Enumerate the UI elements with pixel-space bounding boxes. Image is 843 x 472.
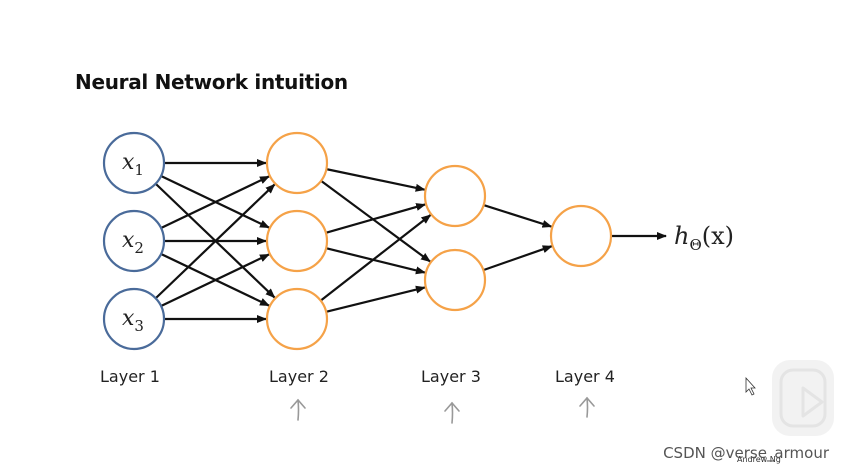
node-labels: x1 x2 x3 hΘ(x) [122,150,734,335]
layer2-node-2 [265,209,329,273]
layer-label-4: Layer 4 [555,367,615,386]
input-node-2 [102,209,166,273]
input-node-1 [102,131,166,195]
input-label-3: x3 [122,306,144,335]
handwritten-annotations [290,396,595,424]
layer3-node-2 [423,248,487,312]
edge-l3-1-to-l4-1 [483,204,553,228]
play-button-icon[interactable] [772,360,834,436]
layer3-node-1 [423,164,487,228]
watermark: CSDN @verse_armour [663,444,829,462]
input-node-3 [102,287,166,351]
input-label-2: x2 [122,228,144,257]
nodes [102,131,613,351]
layer-label-2: Layer 2 [269,367,329,386]
input-label-1: x1 [122,150,144,179]
layer-label-3: Layer 3 [421,367,481,386]
layer2-node-3 [265,287,329,351]
annotation-arrow-2 [290,398,306,421]
layer-label-1: Layer 1 [100,367,160,386]
edge-l2-3-to-l3-2 [325,285,426,313]
layer2-node-1 [265,131,329,195]
slide-title: Neural Network intuition [75,70,348,94]
edges [154,159,667,323]
author-credit: Andrew Ng [737,455,781,464]
edge-l2-1-to-l3-1 [326,168,426,192]
layer4-node-1 [549,204,613,268]
edge-l1-3-to-l2-2 [160,253,270,308]
annotation-arrow-4 [579,396,595,418]
edge-l1-2-to-l2-1 [160,175,270,230]
edge-l1-3-to-l2-1 [154,183,276,300]
edge-l2-1-to-l3-2 [320,179,431,263]
edge-l2-2-to-l3-2 [325,247,426,275]
annotation-arrow-3 [444,401,460,424]
cursor-icon [745,376,756,396]
edge-l2-3-to-l3-1 [319,214,432,302]
edge-l2-2-to-l3-1 [325,203,427,234]
edge-l3-2-to-l4-1 [482,245,553,272]
output-label: hΘ(x) [674,222,734,254]
